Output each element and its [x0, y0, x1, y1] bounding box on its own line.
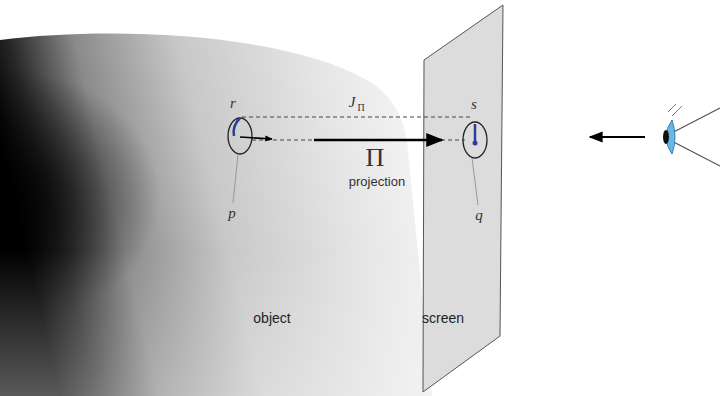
point-label: q: [475, 207, 483, 224]
eye-lashes: [668, 104, 682, 116]
projected-vector: [474, 124, 477, 143]
dashed-ray: [242, 117, 472, 118]
screen-panel-outline: [418, 0, 508, 396]
point: [473, 141, 478, 146]
projection-label: projection: [349, 174, 405, 189]
point-label: p: [228, 205, 236, 222]
view-arrow: [590, 136, 645, 138]
eye-pupil: [663, 130, 669, 144]
jacobian-symbol: J: [349, 94, 356, 111]
node-label: object: [253, 310, 290, 326]
point-label: s: [471, 96, 477, 113]
screen-panel: screen: [418, 0, 508, 396]
leader-line: [472, 158, 478, 205]
small-arrow: [240, 137, 272, 139]
projection-arrow: [314, 139, 442, 142]
projection-symbol: Π: [366, 143, 385, 173]
eye-outline: [664, 108, 720, 166]
screen-ellipse: [463, 122, 487, 158]
jacobian-subscript: Π: [357, 102, 364, 113]
tangent-vector: [234, 118, 240, 136]
point-label: r: [230, 95, 236, 112]
dashed-ray: [252, 140, 465, 141]
object-shape-outline: [0, 20, 440, 396]
object-ellipse: [228, 118, 252, 154]
node-label: screen: [422, 310, 464, 326]
object-shape: object: [0, 20, 440, 396]
leader-line: [233, 154, 238, 203]
